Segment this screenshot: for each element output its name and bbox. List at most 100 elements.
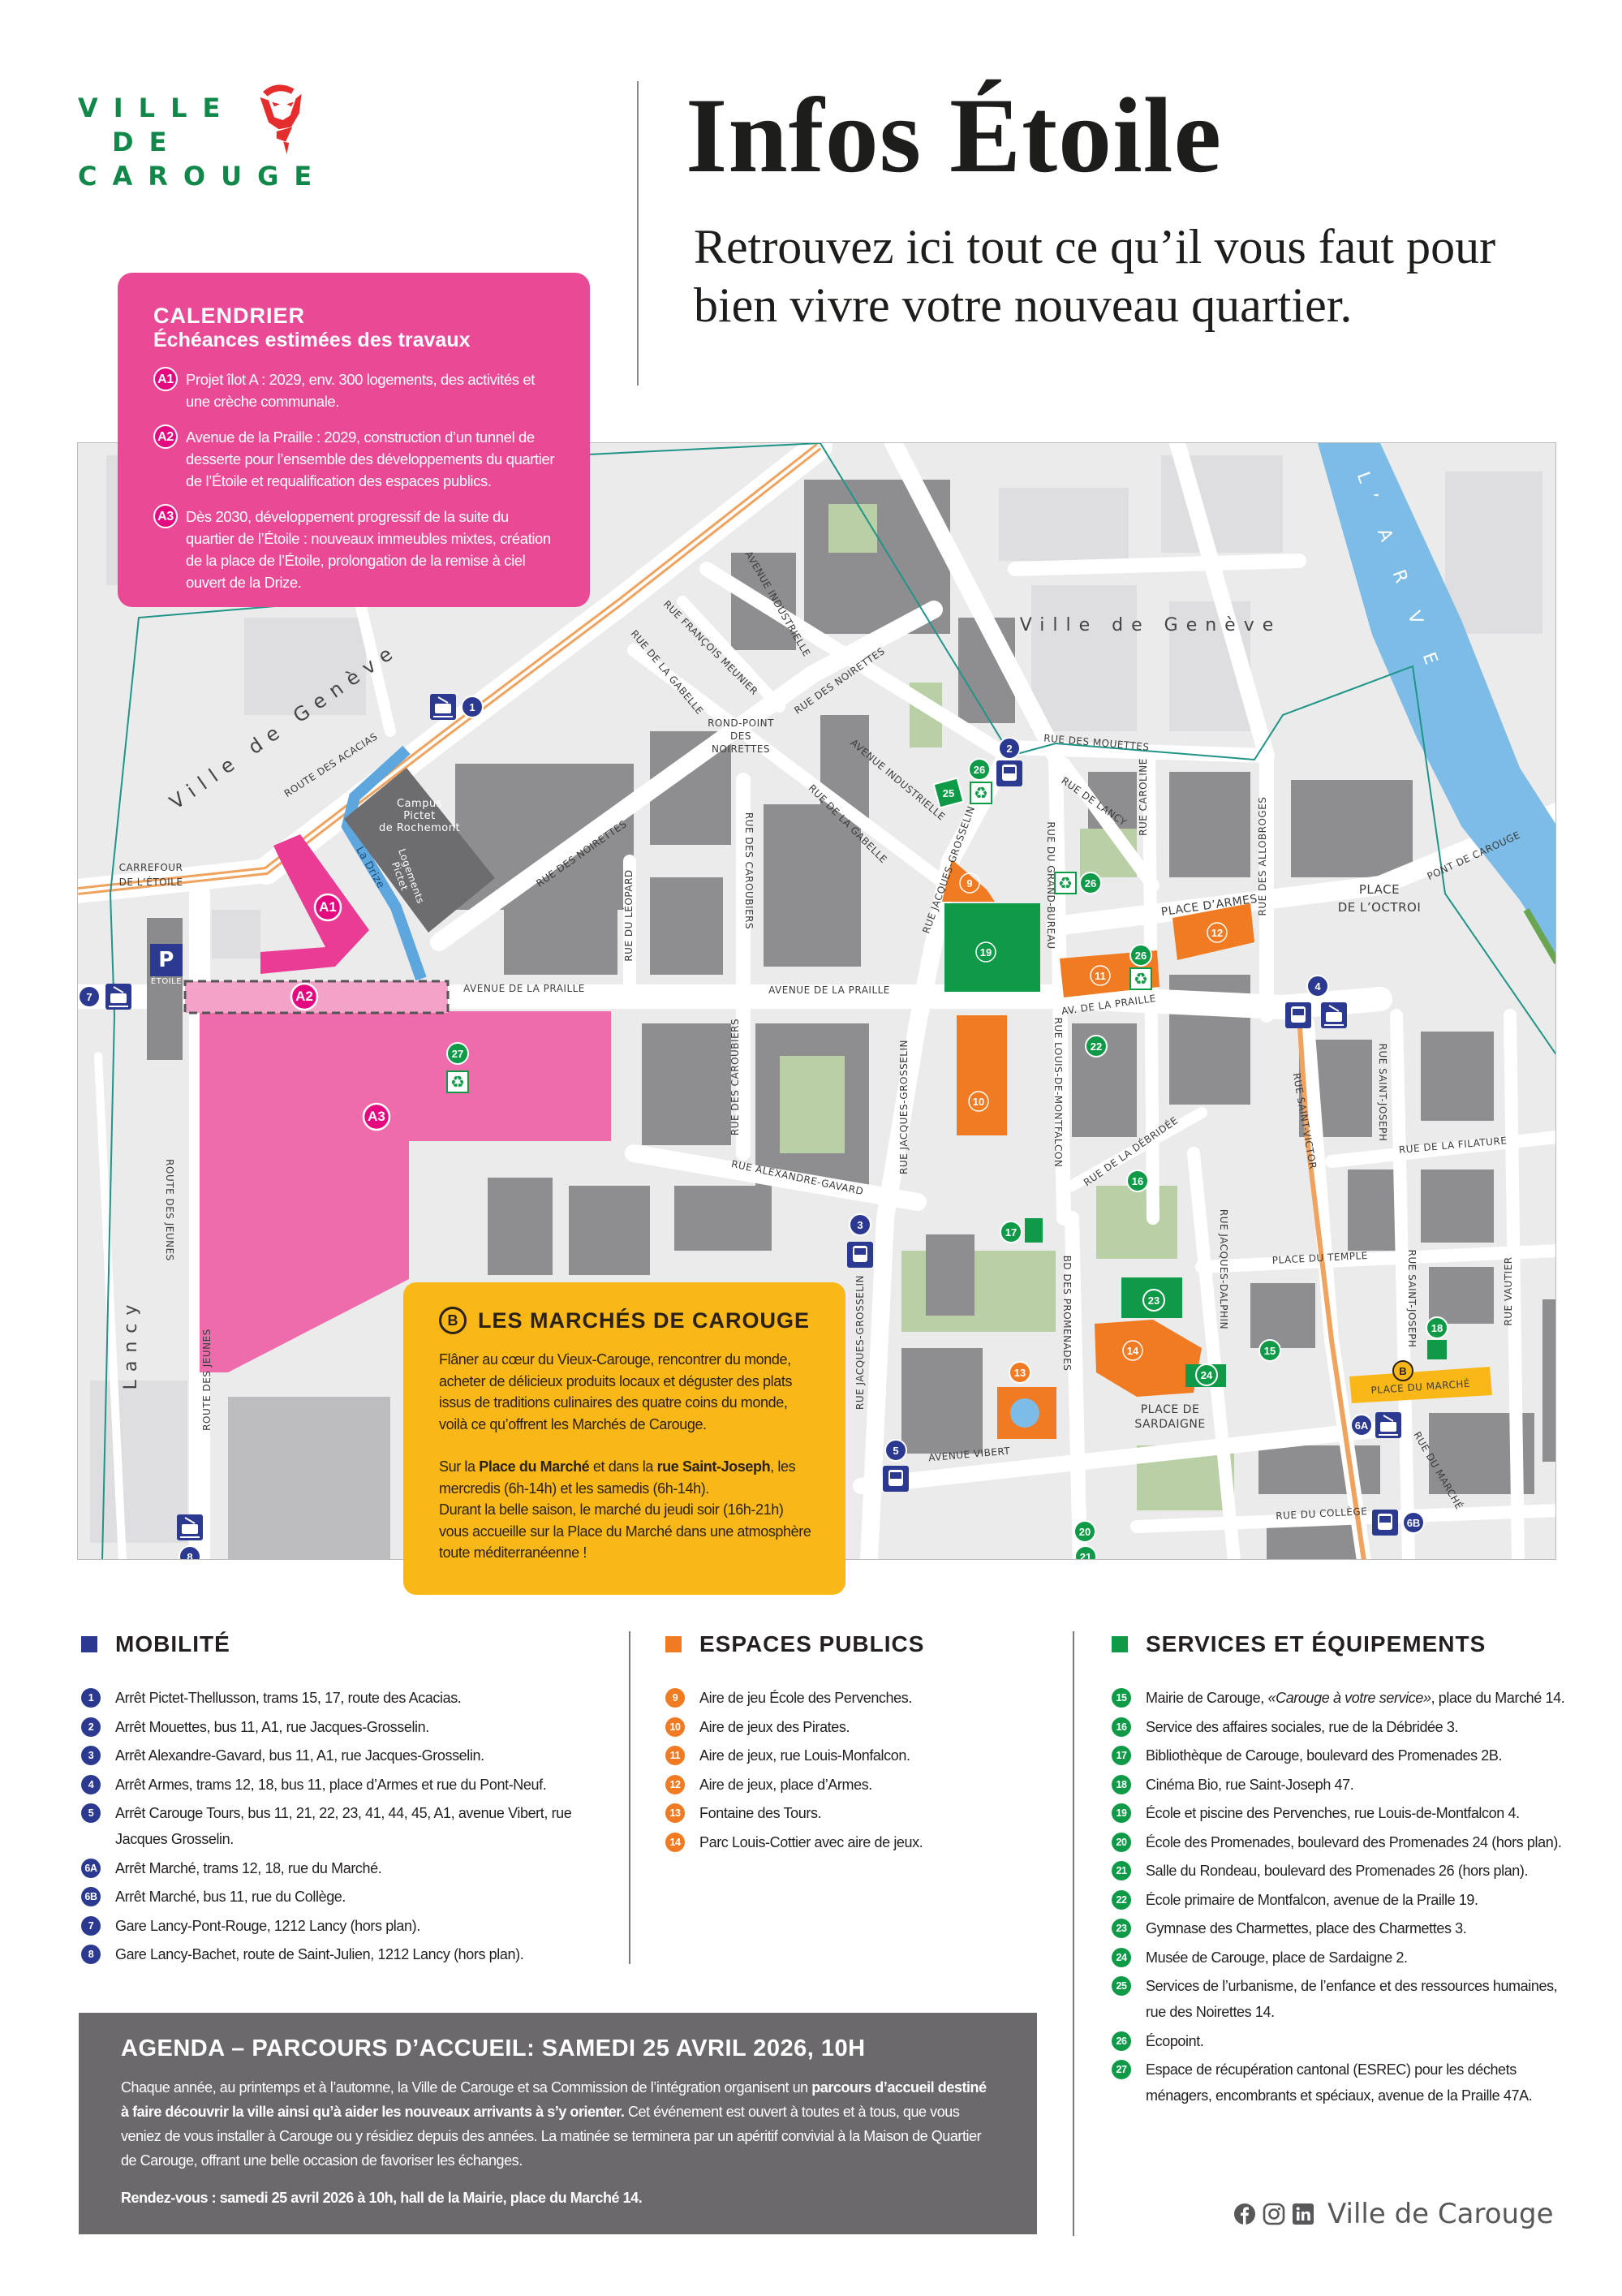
legend-number-badge: 3 bbox=[81, 1746, 101, 1765]
text: Arrêt Mouettes, bus 11, A1, rue Jacques-… bbox=[115, 1718, 429, 1735]
text: Arrêt Marché, trams 12, 18, rue du March… bbox=[115, 1859, 382, 1876]
legend-item-text: École primaire de Montfalcon, avenue de … bbox=[1146, 1887, 1478, 1913]
page-title: Infos Étoile bbox=[686, 75, 1223, 195]
fountain-icon bbox=[1010, 1398, 1039, 1428]
building-block bbox=[1445, 472, 1542, 634]
map-label: RUE LOUIS-DE-MONTFALCON bbox=[1052, 1018, 1064, 1168]
street bbox=[699, 562, 1014, 763]
street bbox=[1065, 1211, 1087, 1559]
legend-item: 2 Arrêt Mouettes, bus 11, A1, rue Jacques… bbox=[81, 1714, 609, 1740]
text: Aire de jeux, rue Louis-Monfalcon. bbox=[699, 1747, 910, 1764]
map-marker-7: 7 bbox=[78, 985, 101, 1008]
map-marker-23: 23 bbox=[1142, 1289, 1165, 1312]
legend-number-badge: 2 bbox=[81, 1717, 101, 1737]
text: Arrêt Carouge Tours, bus 11, 21, 22, 23,… bbox=[115, 1805, 572, 1847]
facebook-icon[interactable] bbox=[1233, 2203, 1256, 2225]
text: Bibliothèque de Carouge, boulevard des P… bbox=[1146, 1747, 1503, 1764]
marker-label: 11 bbox=[1095, 970, 1106, 982]
building-block bbox=[504, 885, 617, 975]
marker-label: A2 bbox=[295, 989, 313, 1004]
map-label: Ville de Genève bbox=[1020, 615, 1282, 635]
map-label: RUE DU COLLÈGE bbox=[1276, 1505, 1368, 1522]
tram-line bbox=[1297, 1014, 1366, 1559]
text: Aire de jeu École des Pervenches. bbox=[699, 1690, 912, 1706]
recycle-icon: ♻ bbox=[1129, 967, 1152, 990]
map-label: AVENUE DE LA PRAILLE bbox=[463, 983, 585, 994]
street bbox=[1008, 554, 1306, 576]
tram-icon bbox=[1321, 1002, 1347, 1028]
building-block bbox=[926, 1234, 974, 1316]
espaces-square-icon bbox=[665, 1636, 682, 1652]
map-marker-21: 21 bbox=[1074, 1545, 1097, 1559]
markets-summer: Durant la belle saison, le marché du jeu… bbox=[439, 1501, 811, 1561]
legend-item-text: Gare Lancy-Pont-Rouge, 1212 Lancy (hors … bbox=[115, 1913, 420, 1939]
street bbox=[1130, 1504, 1555, 1533]
legend-number-badge: 8 bbox=[81, 1945, 101, 1964]
svg-text:♻: ♻ bbox=[1134, 971, 1148, 989]
map-label: DES bbox=[730, 730, 751, 742]
legend-number-badge: 6B bbox=[81, 1887, 101, 1906]
area-14 bbox=[1095, 1320, 1202, 1397]
building-block bbox=[488, 1178, 553, 1275]
building-block bbox=[244, 618, 366, 715]
map-label: Campus bbox=[397, 798, 442, 810]
map-marker-11: 11 bbox=[1090, 965, 1111, 986]
map-marker-3: 3 bbox=[849, 1213, 871, 1236]
instagram-icon[interactable] bbox=[1263, 2203, 1285, 2225]
map-marker-12: 12 bbox=[1207, 922, 1228, 943]
map-marker-22: 22 bbox=[1085, 1035, 1108, 1058]
map-label: P bbox=[158, 948, 174, 972]
building-block bbox=[1031, 585, 1137, 731]
map-label: RUE DES CAROUBIERS bbox=[729, 1019, 741, 1135]
text: Gymnase des Charmettes, place des Charme… bbox=[1146, 1920, 1467, 1936]
text-bold: parcours d’accueil destiné à faire décou… bbox=[121, 2079, 987, 2120]
calendar-panel: CALENDRIER Échéances estimées des travau… bbox=[118, 273, 590, 607]
legend-number-badge: 20 bbox=[1112, 1832, 1131, 1852]
text: Service des affaires sociales, rue de la… bbox=[1146, 1718, 1459, 1735]
legend-number-badge: 27 bbox=[1112, 2060, 1131, 2079]
linkedin-icon[interactable] bbox=[1292, 2203, 1314, 2225]
legend-number-badge: 13 bbox=[665, 1803, 685, 1823]
text: Cet événement est ouvert à toutes et à t… bbox=[121, 2104, 982, 2169]
building-block bbox=[1169, 772, 1250, 877]
map-label: RUE CAROLINE bbox=[1138, 758, 1149, 836]
map-marker-27: 27 bbox=[446, 1042, 469, 1065]
legend-item-text: Musée de Carouge, place de Sardaigne 2. bbox=[1146, 1945, 1408, 1971]
street bbox=[860, 747, 1016, 1559]
marker-label: 20 bbox=[1079, 1526, 1091, 1538]
text: École et piscine des Pervenches, rue Lou… bbox=[1146, 1805, 1520, 1821]
building-block bbox=[1421, 1170, 1494, 1243]
drize-river bbox=[341, 745, 427, 981]
legend-number-badge: 17 bbox=[1112, 1746, 1131, 1765]
svg-text:♻: ♻ bbox=[1058, 875, 1073, 893]
street bbox=[1390, 1009, 1415, 1559]
text: Arrêt Marché, bus 11, rue du Collège. bbox=[115, 1889, 346, 1905]
commune-boundary bbox=[101, 443, 1555, 1559]
area-18 bbox=[1427, 1340, 1447, 1359]
legend-number-badge: 11 bbox=[665, 1746, 685, 1765]
legend-number-badge: 21 bbox=[1112, 1861, 1131, 1880]
calendar-subtitle: Échéances estimées des travaux bbox=[153, 329, 471, 351]
logo-text: DE bbox=[112, 127, 183, 157]
building-block bbox=[1421, 1032, 1494, 1121]
map-label: DE L’ÉTOILE bbox=[119, 876, 183, 888]
badge-a1: A1 bbox=[153, 367, 178, 391]
map-marker-4: 4 bbox=[1306, 975, 1329, 997]
legend-item-text: Bibliothèque de Carouge, boulevard des P… bbox=[1146, 1742, 1503, 1768]
map-marker-1: 1 bbox=[461, 696, 484, 718]
page-subtitle: Retrouvez ici tout ce qu’il vous faut po… bbox=[694, 220, 1496, 332]
legend-number-badge: 12 bbox=[665, 1774, 685, 1794]
marker-label: 1 bbox=[469, 701, 475, 713]
marker-label: 16 bbox=[1132, 1175, 1143, 1187]
map-marker-26: 26 bbox=[1129, 944, 1152, 967]
map-marker-19: 19 bbox=[975, 941, 996, 963]
